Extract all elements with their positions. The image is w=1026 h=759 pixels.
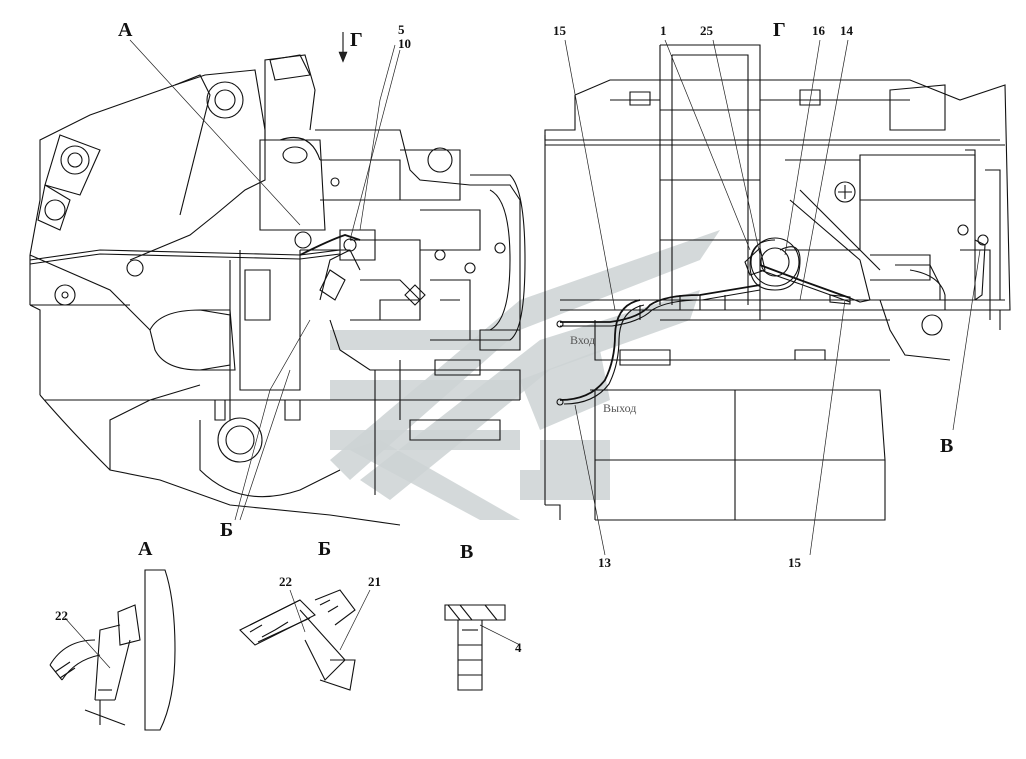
- detail-title-v: В: [460, 541, 473, 563]
- callout-5: 5: [398, 22, 405, 37]
- flow-direction-labels: Вход Выход: [570, 333, 636, 415]
- callout-4: 4: [515, 640, 522, 655]
- callout-1: 1: [660, 23, 667, 38]
- callout-22-detail-a: 22: [55, 608, 68, 623]
- detail-b-view: [239, 589, 371, 691]
- view-letter-g-right: Г: [773, 19, 786, 41]
- view-letters: А Г Г Б В А Б В: [118, 19, 953, 563]
- callout-15-bottom: 15: [788, 555, 802, 570]
- callout-21: 21: [368, 574, 381, 589]
- right-leader-lines: [564, 39, 981, 556]
- view-letter-v-main: В: [940, 435, 953, 457]
- callout-numbers: 5 10 15 1 25 16 14 13 15 22 22 21 4: [55, 22, 854, 655]
- callout-25: 25: [700, 23, 714, 38]
- view-letter-g-left: Г: [350, 29, 363, 51]
- detail-a-view: [49, 569, 176, 731]
- view-letter-b-main: Б: [220, 519, 233, 541]
- detail-title-b: Б: [318, 538, 331, 560]
- callout-10: 10: [398, 36, 411, 51]
- callout-14: 14: [840, 23, 854, 38]
- detail-v-view: [444, 604, 521, 691]
- callout-22-detail-b: 22: [279, 574, 292, 589]
- view-letter-a-main: А: [118, 19, 133, 41]
- detail-title-a: А: [138, 538, 153, 560]
- right-assembly-outline: [544, 44, 1011, 521]
- callout-15-top: 15: [553, 23, 567, 38]
- left-leader-lines: [129, 32, 401, 521]
- inlet-label: Вход: [570, 333, 595, 347]
- left-assembly-outline: [29, 54, 526, 526]
- callout-16: 16: [812, 23, 826, 38]
- hose-routing: [556, 239, 986, 406]
- callout-13: 13: [598, 555, 612, 570]
- outlet-label: Выход: [603, 401, 636, 415]
